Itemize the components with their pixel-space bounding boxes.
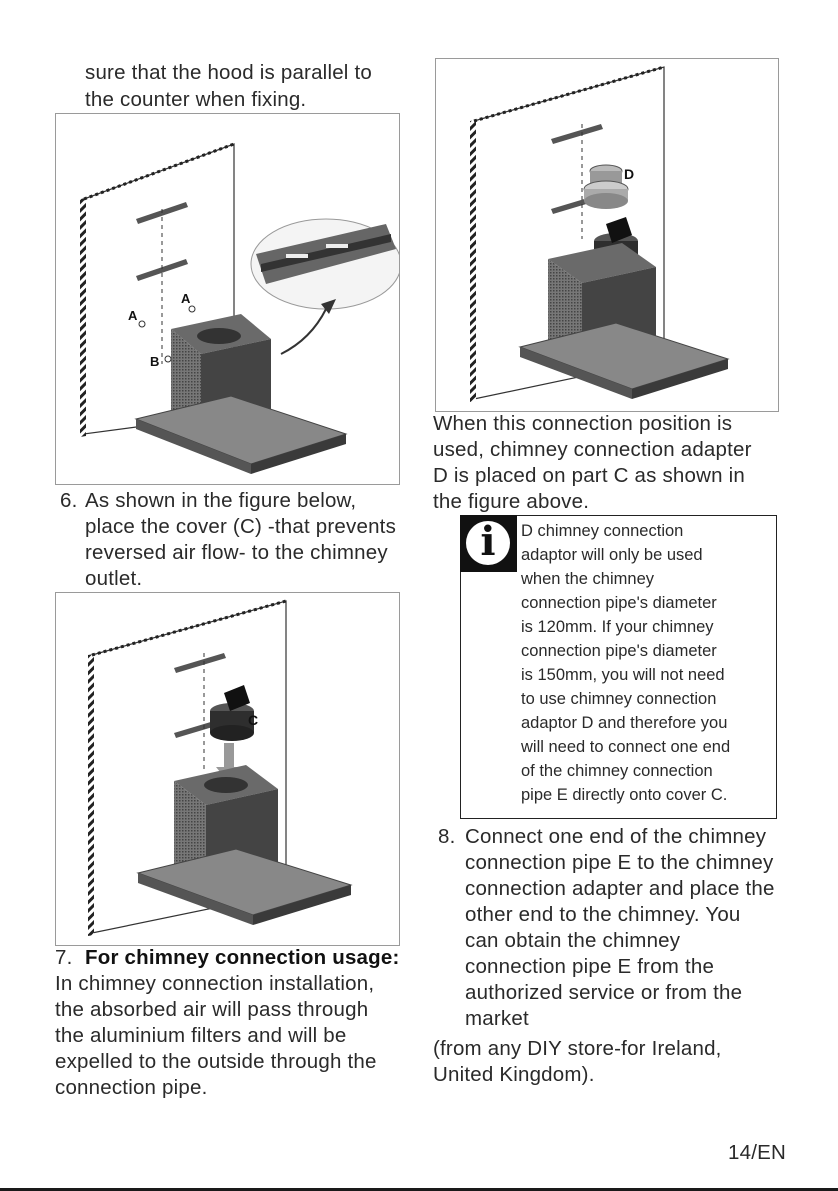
step-6-line-3: reversed air flow- to the chimney — [85, 541, 388, 564]
note-line-11: of the chimney connection — [521, 762, 713, 780]
figure-adapter-placement: D — [435, 58, 779, 412]
tail-line-1: (from any DIY store-for Ireland, — [433, 1037, 722, 1060]
step-6-line-1: As shown in the figure below, — [85, 489, 357, 512]
step-7-heading: For chimney connection usage: — [85, 946, 400, 969]
tail-line-2: United Kingdom). — [433, 1063, 595, 1086]
step-8-line-4: other end to the chimney. You — [465, 903, 741, 926]
step-7-number: 7. — [55, 946, 73, 969]
note-line-2: adaptor will only be used — [521, 546, 703, 564]
step-6-line-4: outlet. — [85, 567, 143, 590]
step-8-number: 8. — [438, 825, 456, 848]
note-line-12: pipe E directly onto cover C. — [521, 786, 728, 804]
note-line-4: connection pipe's diameter — [521, 594, 717, 612]
note-line-7: is 150mm, you will not need — [521, 666, 725, 684]
step-7-line-2: the absorbed air will pass through — [55, 998, 369, 1021]
note-line-9: adaptor D and therefore you — [521, 714, 728, 732]
figure-cover-placement: C — [55, 592, 400, 946]
page-number: 14/EN — [728, 1141, 786, 1164]
connection-para-line-1: When this connection position is — [433, 412, 733, 435]
cover-placement-illustration: C — [88, 599, 353, 936]
note-line-1: D chimney connection — [521, 522, 684, 540]
step-7-line-3: the aluminium filters and will be — [55, 1024, 347, 1047]
note-line-6: connection pipe's diameter — [521, 642, 717, 660]
intro-line-1: sure that the hood is parallel to — [85, 61, 372, 84]
step-8-line-2: connection pipe E to the chimney — [465, 851, 774, 874]
connection-para-line-3: D is placed on part C as shown in — [433, 464, 745, 487]
note-line-5: is 120mm. If your chimney — [521, 618, 714, 636]
connection-para-line-4: the figure above. — [433, 490, 590, 513]
note-line-10: will need to connect one end — [521, 738, 731, 756]
label-d: D — [624, 166, 634, 182]
step-7-line-5: connection pipe. — [55, 1076, 208, 1099]
step-8-line-1: Connect one end of the chimney — [465, 825, 767, 848]
step-6-line-2: place the cover (C) -that prevents — [85, 515, 397, 538]
connection-para-line-2: used, chimney connection adapter — [433, 438, 752, 461]
step-8-line-5: can obtain the chimney — [465, 929, 681, 952]
step-7-line-1: In chimney connection installation, — [55, 972, 375, 995]
label-c: C — [248, 712, 258, 728]
note-line-3: when the chimney — [521, 570, 654, 588]
info-icon: i — [460, 515, 517, 572]
step-6-number: 6. — [60, 489, 78, 512]
adapter-placement-illustration: D — [470, 65, 730, 402]
label-b: B — [150, 354, 159, 369]
step-8-line-3: connection adapter and place the — [465, 877, 775, 900]
intro-line-2: the counter when fixing. — [85, 88, 307, 111]
step-7-line-4: expelled to the outside through the — [55, 1050, 377, 1073]
footer-rule — [0, 1188, 838, 1191]
hood-mounting-illustration: A A B — [80, 142, 399, 474]
step-8-line-7: authorized service or from the — [465, 981, 743, 1004]
info-icon-letter: i — [480, 518, 496, 565]
info-note-box: i D chimney connection adaptor will only… — [460, 515, 777, 819]
note-line-8: to use chimney connection — [521, 690, 717, 708]
step-8-line-8: market — [465, 1007, 529, 1030]
step-8-line-6: connection pipe E from the — [465, 955, 715, 978]
figure-hood-mounting: A A B — [55, 113, 400, 485]
label-a-right: A — [181, 291, 191, 306]
label-a-left: A — [128, 308, 138, 323]
